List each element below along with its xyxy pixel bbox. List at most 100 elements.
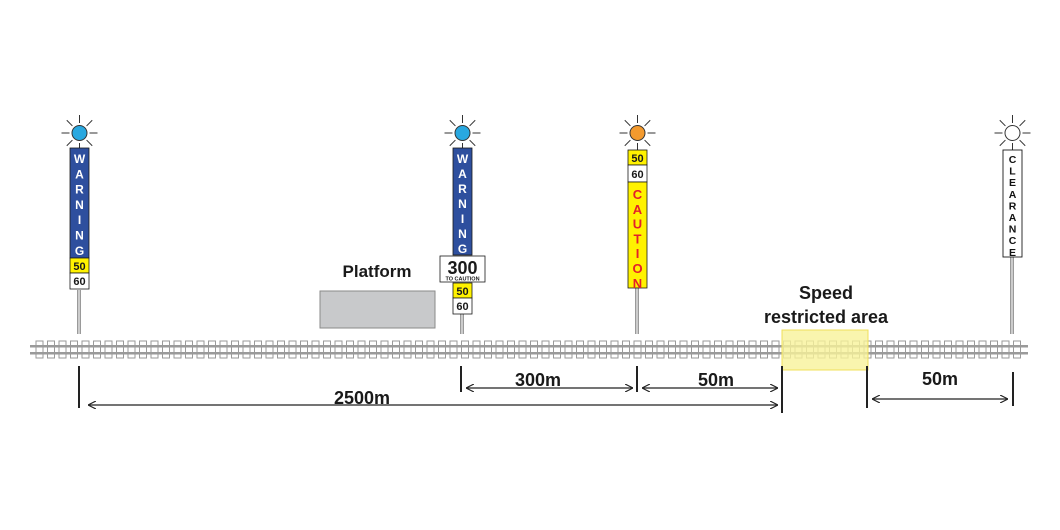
sleeper — [323, 340, 331, 359]
sleeper — [645, 340, 653, 359]
sleeper — [35, 340, 44, 359]
distance-label-300m: 300m — [515, 370, 561, 390]
distance-label-50m-a: 50m — [698, 370, 734, 390]
sleeper — [127, 340, 136, 359]
signal-letter: N — [633, 276, 642, 291]
sleeper — [622, 340, 630, 359]
speed-plate-bottom: 60 — [631, 169, 643, 181]
sleeper — [461, 340, 469, 359]
sleeper — [610, 340, 619, 359]
sleeper — [438, 340, 446, 359]
speed-plate-top: 50 — [73, 261, 85, 273]
sleeper — [691, 340, 699, 359]
distance-label-2500m: 2500m — [334, 388, 390, 408]
sleeper — [288, 340, 297, 359]
sleeper — [81, 340, 90, 359]
signal-light-icon — [444, 115, 481, 151]
signal-letter: W — [457, 152, 469, 166]
sleeper — [58, 340, 67, 359]
signal-letter: W — [74, 152, 86, 166]
signal-letter: U — [633, 217, 642, 232]
speed-plate-top: 50 — [456, 286, 468, 298]
sleeper — [426, 340, 435, 359]
platform — [319, 290, 436, 329]
sleeper — [93, 340, 101, 359]
sleeper — [955, 340, 964, 359]
sleeper — [311, 340, 320, 359]
signal-letter: C — [1009, 154, 1017, 166]
sleeper — [346, 340, 354, 359]
caution-letters: CAUTION — [632, 187, 642, 291]
sleeper — [208, 340, 216, 359]
sleeper — [541, 340, 550, 359]
signal-letter: C — [1009, 235, 1017, 247]
platform-label: Platform — [343, 262, 412, 281]
sleeper — [495, 340, 504, 359]
sleeper — [139, 340, 147, 359]
sleeper — [300, 340, 308, 359]
sleeper — [737, 340, 745, 359]
signal-letter: L — [1009, 166, 1016, 178]
sleeper — [702, 340, 711, 359]
signal-letter: N — [458, 227, 467, 241]
sleeper — [116, 340, 124, 359]
signal-letter: E — [1009, 247, 1016, 259]
signal-letter: A — [1009, 189, 1017, 201]
restricted-area-label-line2: restricted area — [764, 307, 889, 327]
rail-bottom — [30, 352, 1028, 355]
sleeper — [380, 340, 389, 359]
sleeper — [369, 340, 377, 359]
sleeper — [668, 340, 676, 359]
sleeper — [714, 340, 722, 359]
sleeper — [265, 340, 274, 359]
signal-letter: R — [458, 182, 467, 196]
signal-light-icon — [619, 115, 656, 151]
sleeper — [599, 340, 607, 359]
sleeper — [1001, 340, 1010, 359]
sleeper — [150, 340, 159, 359]
sleeper — [656, 340, 665, 359]
signal-letter: C — [633, 187, 643, 202]
speed-plate-top: 50 — [631, 153, 643, 165]
signal-light-icon — [994, 115, 1031, 151]
signal-letter: N — [75, 229, 84, 243]
sleeper — [944, 340, 952, 359]
sleeper — [254, 340, 262, 359]
sleeper — [898, 340, 906, 359]
sleeper — [760, 340, 768, 359]
signal-letter: G — [458, 242, 467, 256]
signal-light-icon — [61, 115, 98, 151]
sleeper — [530, 340, 538, 359]
distance-board-number: 300 — [447, 258, 477, 278]
sleeper — [392, 340, 400, 359]
sleeper — [725, 340, 734, 359]
sleeper — [47, 340, 55, 359]
sleeper — [771, 340, 780, 359]
signal-letter: I — [636, 246, 640, 261]
speed-plate-bottom: 60 — [73, 276, 85, 288]
signal-letter: A — [75, 167, 84, 181]
signal-letter: N — [75, 198, 84, 212]
caution-signal: 50 60 CAUTION — [619, 115, 656, 334]
speed-restricted-area — [781, 329, 869, 371]
sleeper — [219, 340, 228, 359]
sleeper — [587, 340, 596, 359]
sleeper — [403, 340, 412, 359]
sleeper — [231, 340, 239, 359]
distance-board-caption: TO CAUTION — [445, 277, 479, 283]
dimension-lines — [78, 366, 1014, 413]
sleeper — [886, 340, 895, 359]
sleeper — [173, 340, 182, 359]
signal-letter: A — [458, 167, 467, 181]
sleeper — [277, 340, 285, 359]
sleeper — [104, 340, 113, 359]
sleeper — [990, 340, 998, 359]
sleeper — [357, 340, 366, 359]
signal-letter: A — [633, 202, 643, 217]
signal-letter: E — [1009, 177, 1016, 189]
